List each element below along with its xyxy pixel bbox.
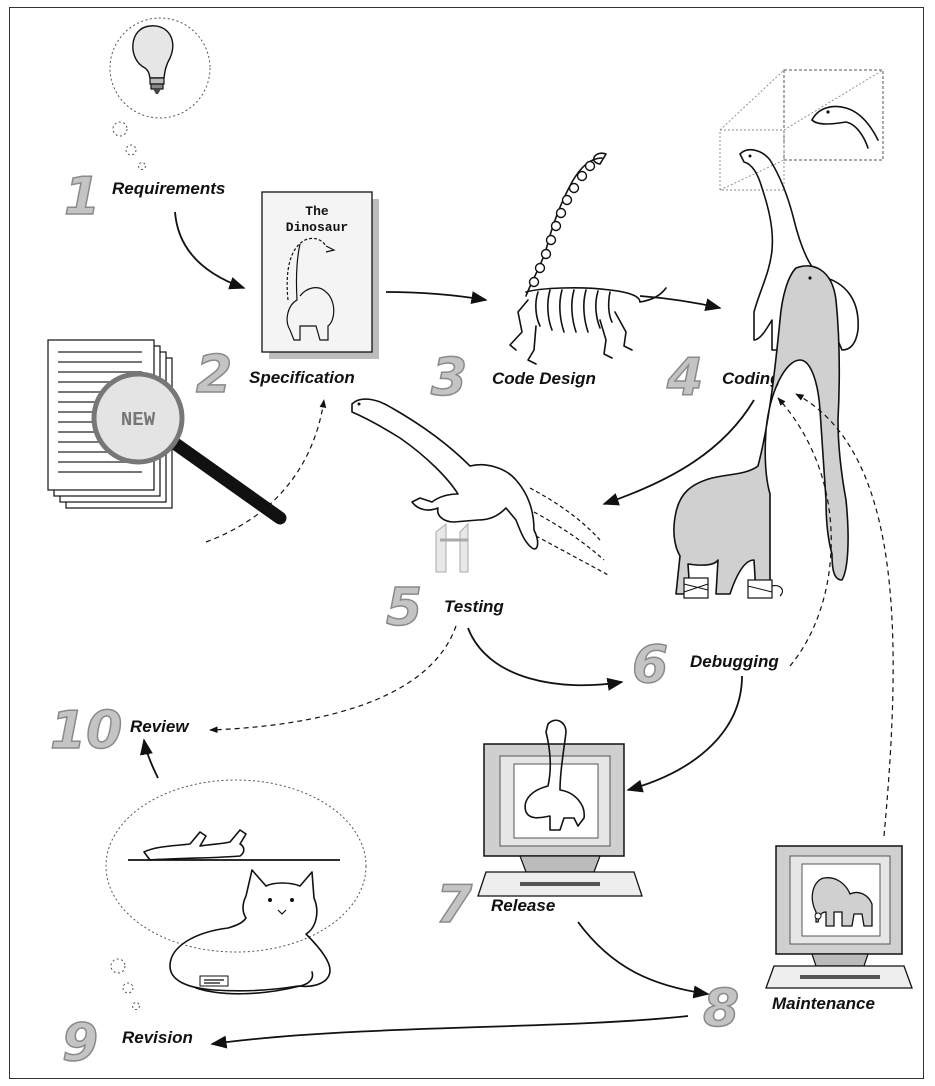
magnifier-icon: NEW xyxy=(91,371,287,525)
stage-number-6: 6 xyxy=(632,635,668,695)
arrow-revision-to-review xyxy=(140,738,159,779)
stage-label-coding: Coding xyxy=(722,369,781,388)
stage-label-specification: Specification xyxy=(249,368,355,387)
stage-number-5: 5 xyxy=(386,578,422,638)
release-computer-icon xyxy=(477,719,643,897)
arrow-coding-to-testing xyxy=(602,399,755,506)
dashed-arrow-review-to-specification xyxy=(205,399,327,543)
coding-zoom-box xyxy=(719,69,884,191)
stage-number-2: 2 xyxy=(196,345,232,405)
dinosaur-sketch-icon xyxy=(286,237,336,341)
solid-flow-arrows xyxy=(140,211,755,1049)
dashed-arrow-maintenance-to-coding xyxy=(795,393,894,837)
stage-number-3: 3 xyxy=(431,348,467,408)
arrow-debugging-to-release xyxy=(626,675,743,793)
arrow-specification-to-code-design xyxy=(385,291,488,304)
stage-number-9: 9 xyxy=(62,1013,98,1073)
dinosaur-jumping-icon xyxy=(351,398,611,577)
stage-number-7: 7 xyxy=(436,875,473,935)
stage-label-requirements: Requirements xyxy=(112,179,225,198)
stage-label-code-design: Code Design xyxy=(492,369,596,388)
arrow-requirements-to-specification xyxy=(174,211,246,290)
magnifier-new-text: NEW xyxy=(121,409,156,431)
stage-number-10: 10 xyxy=(50,701,122,761)
lying-dinosaur-icon xyxy=(143,829,247,861)
arrow-code-design-to-coding xyxy=(639,295,722,312)
stage-label-review: Review xyxy=(130,717,190,736)
dinosaur-skeleton-icon xyxy=(509,152,667,365)
stage-label-release: Release xyxy=(491,896,555,915)
stage-number-1: 1 xyxy=(64,167,100,227)
dinosaur-bandaged-icon xyxy=(673,265,849,599)
document-title-line1: The xyxy=(305,204,329,219)
revision-thought-bubble xyxy=(105,779,367,1010)
stage-label-debugging: Debugging xyxy=(690,652,779,671)
arrow-maintenance-to-revision xyxy=(210,1015,689,1049)
specification-document: The Dinosaur xyxy=(261,191,379,359)
dashed-arrow-debugging-to-coding xyxy=(777,397,832,667)
stage-number-4: 4 xyxy=(666,348,703,408)
document-title-line2: Dinosaur xyxy=(286,220,348,235)
stage-label-revision: Revision xyxy=(122,1028,193,1047)
light-bulb-icon xyxy=(132,25,174,94)
stage-label-testing: Testing xyxy=(444,597,504,616)
arrow-release-to-maintenance xyxy=(577,921,710,999)
cat-icon xyxy=(169,869,331,995)
stage-label-maintenance: Maintenance xyxy=(772,994,875,1013)
hurdle-icon xyxy=(435,522,469,573)
dashed-feedback-arrows xyxy=(205,393,894,837)
requirements-thought-bubble xyxy=(109,17,211,170)
arrow-testing-to-debugging xyxy=(467,627,624,691)
dashed-arrow-testing-to-review xyxy=(209,625,457,734)
maintenance-computer-icon xyxy=(765,845,913,989)
stage-number-8: 8 xyxy=(703,979,739,1039)
